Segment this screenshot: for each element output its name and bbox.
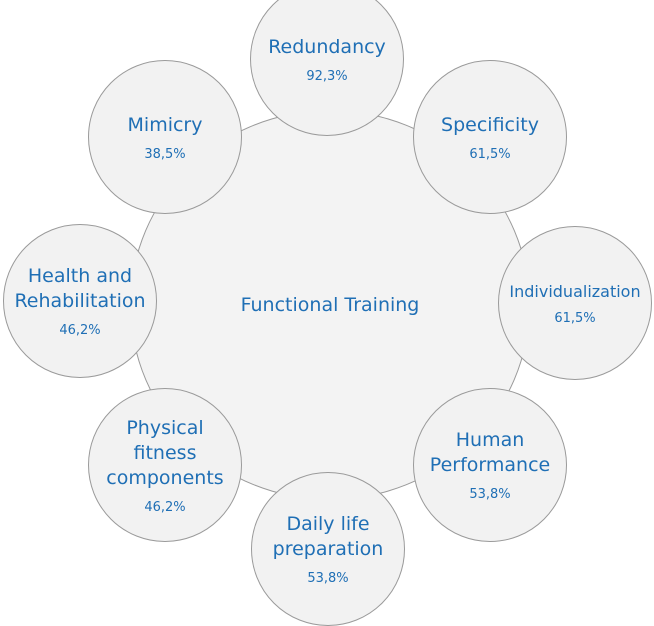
node-label: Physical fitness components (106, 416, 224, 489)
node-label: Individualization (509, 281, 641, 301)
node-redundancy: Redundancy 92,3% (250, 0, 404, 136)
node-individualization: Individualization 61,5% (498, 226, 652, 380)
node-physical-fitness-components: Physical fitness components 46,2% (88, 388, 242, 542)
node-value: 46,2% (59, 323, 101, 338)
node-value: 53,8% (469, 487, 511, 502)
node-value: 92,3% (306, 68, 348, 84)
node-value: 61,5% (469, 146, 511, 162)
node-value: 38,5% (144, 146, 186, 162)
center-label: Functional Training (240, 294, 420, 316)
node-mimicry: Mimicry 38,5% (88, 60, 242, 214)
functional-training-diagram: Functional Training Redundancy 92,3% Spe… (3, 0, 652, 626)
node-daily-life-preparation: Daily life preparation 53,8% (251, 472, 405, 626)
node-label: Redundancy (268, 35, 386, 58)
node-label: Human Performance (429, 429, 551, 476)
node-label: Specificity (441, 113, 539, 136)
node-value: 46,2% (144, 499, 186, 515)
node-label: Mimicry (127, 113, 203, 136)
node-health-and-rehabilitation: Health and Rehabilitation 46,2% (3, 224, 157, 378)
node-value: 53,8% (307, 571, 349, 586)
node-label: Health and Rehabilitation (14, 265, 146, 312)
node-human-performance: Human Performance 53,8% (413, 388, 567, 542)
node-label: Daily life preparation (272, 513, 384, 560)
node-value: 61,5% (554, 310, 596, 326)
node-specificity: Specificity 61,5% (413, 60, 567, 214)
